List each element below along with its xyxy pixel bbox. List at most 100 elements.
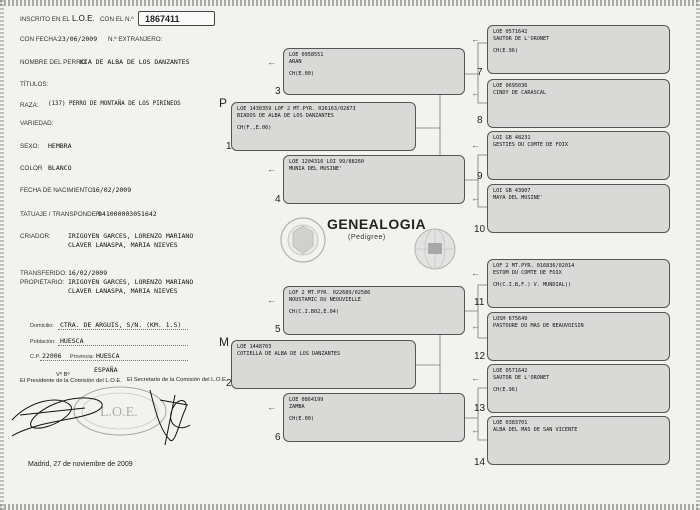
- fecha-label: CON FECHA:: [20, 36, 59, 43]
- pedigree-line: LOE 0383701: [493, 420, 528, 426]
- dam-letter: M: [219, 335, 229, 349]
- pedigree-line: LOSH 675649: [493, 316, 528, 322]
- secretary-signature-icon: [149, 389, 191, 446]
- rsce-emblem-icon: [280, 217, 326, 263]
- pedigree-line: ALBA DEL MAS DE SAN VICENTE: [493, 427, 578, 433]
- sexo-label: SEXO:: [20, 143, 40, 150]
- pedigree-line: CH(E.96): [493, 387, 518, 393]
- pedigree-line: MAYA DEL MUSINE': [493, 195, 543, 201]
- dotted-border-top: [0, 0, 700, 6]
- arrow-left-icon: ←: [267, 402, 276, 412]
- president-signature-icon: [11, 397, 103, 437]
- raza-label: RAZA:: [20, 102, 39, 109]
- sire-letter: P: [219, 96, 228, 110]
- domicilio-underline: [58, 329, 188, 330]
- arrow-left-icon: ←: [471, 193, 480, 203]
- pedigree-line: PASTOURE DU MAS DE BEAUVOISIN: [493, 323, 584, 329]
- pedigree-number-10: 10: [474, 224, 486, 235]
- pedigree-line: SAUTOR DE L'ORONET: [493, 36, 550, 42]
- pedigree-number-8: 8: [477, 115, 483, 126]
- loe-label: L.O.E.: [72, 14, 95, 23]
- pedigree-line: CH(E.00): [289, 416, 314, 422]
- pedigree-line: GESTIES DU COMTE DE FOIX: [493, 142, 568, 148]
- pedigree-line: CINDY DE CARASCAL: [493, 90, 547, 96]
- pedigree-number-4: 4: [275, 194, 281, 205]
- pedigree-line: COTIELLA DE ALBA DE LOS DANZANTES: [237, 351, 341, 357]
- pedigree-number-14: 14: [474, 457, 486, 468]
- pedigree-line: LOF 2 MT.PYR. 022689/02586: [289, 290, 371, 296]
- sexo-value: HEMBRA: [48, 142, 72, 150]
- arrow-left-icon: ←: [267, 164, 276, 174]
- arrow-left-icon: ←: [471, 88, 480, 98]
- pedigree-number-9: 9: [477, 171, 483, 182]
- pedigree-line: NOUSTAMIC DU NEOUVIELLE: [289, 297, 361, 303]
- pedigree-line: LOE 0864199: [289, 397, 324, 403]
- cp-underline: [40, 360, 188, 361]
- domicilio-label: Domicilio:: [30, 323, 54, 329]
- pedigree-line: LOE 0958551: [289, 52, 324, 58]
- color-label: COLOR: [20, 165, 43, 172]
- arrow-left-icon: ←: [471, 34, 480, 44]
- color-value: BLANCO: [48, 164, 72, 172]
- nombre-value: KIA DE ALBA DE LOS DANZANTES: [80, 58, 190, 66]
- nacimiento-label: FECHA DE NACIMIENTO:: [20, 187, 95, 194]
- pedigree-number-5: 5: [275, 324, 281, 335]
- dotted-border-left: [0, 0, 4, 510]
- propietario-label: PROPIETARIO:: [20, 279, 65, 286]
- dotted-border-right: [696, 0, 700, 510]
- pais-value: ESPAÑA: [94, 366, 118, 374]
- criador-label: CRIADOR:: [20, 233, 51, 240]
- pedigree-line: CH(C.I.B02,E.04): [289, 309, 339, 315]
- poblacion-underline: [58, 345, 188, 346]
- fecha-value: 23/06/2009: [58, 35, 98, 43]
- extranjero-label: N.º EXTRANJERO:: [108, 36, 163, 43]
- pedigree-line: CH(E.00): [289, 71, 314, 77]
- pedigree-line: LOE 1448703: [237, 344, 272, 350]
- transferido-value: 16/02/2009: [68, 269, 108, 277]
- criador-value-1: IRIGOYEN GARCES, LORENZO MARIANO: [68, 232, 194, 240]
- pedigree-number-3: 3: [275, 86, 281, 97]
- arrow-left-icon: ←: [471, 321, 480, 331]
- criador-value-2: CLAVER LANASPA, MARIA NIEVES: [68, 241, 178, 249]
- propietario-value-2: CLAVER LANASPA, MARIA NIEVES: [68, 287, 178, 295]
- cp-value: 22006: [42, 352, 62, 360]
- svg-text:L.O.E.: L.O.E.: [100, 405, 138, 420]
- pedigree-line: MUNIA DEL MUSINE': [289, 166, 343, 172]
- pedigree-line: LOE 1430359 LOF 2 MT.PYR. 026163/02873: [237, 106, 356, 112]
- registration-number: 1867411: [145, 13, 180, 24]
- secretario-label: El Secretario de la Comisión del L.O.E.: [127, 377, 228, 383]
- raza-value: (137) PERRO DE MONTAÑA DE LOS PIRINEOS: [48, 101, 181, 107]
- poblacion-label: Población:: [30, 339, 56, 345]
- pedigree-line: CH(F.,E.06): [237, 125, 272, 131]
- pedigree-line: LOE 0571642: [493, 29, 528, 35]
- poblacion-value: HUESCA: [60, 337, 84, 345]
- pedigree-line: CH(E.96): [493, 48, 518, 54]
- fci-emblem-icon: [414, 228, 456, 270]
- variedad-label: VARIEDAD:: [20, 120, 54, 127]
- domicilio-value: CTRA. DE ARGUIS, S/N. (KM. 1.5): [60, 321, 182, 329]
- provincia-value: HUESCA: [96, 352, 120, 360]
- genealogia-title: GENEALOGIA: [327, 216, 427, 232]
- pedigree-line: ARAN: [289, 59, 302, 65]
- pedigree-line: LOE 0571642: [493, 368, 528, 374]
- pedigree-line: ESTOM DU COMTE DE FOIX: [493, 270, 562, 276]
- lugar-fecha: Madrid, 27 de noviembre de 2009: [28, 461, 133, 468]
- arrow-left-icon: ←: [471, 425, 480, 435]
- tatuaje-value: 941000003051642: [98, 210, 157, 218]
- nacimiento-value: 16/02/2009: [92, 186, 132, 194]
- cp-label: C.P.: [30, 354, 40, 360]
